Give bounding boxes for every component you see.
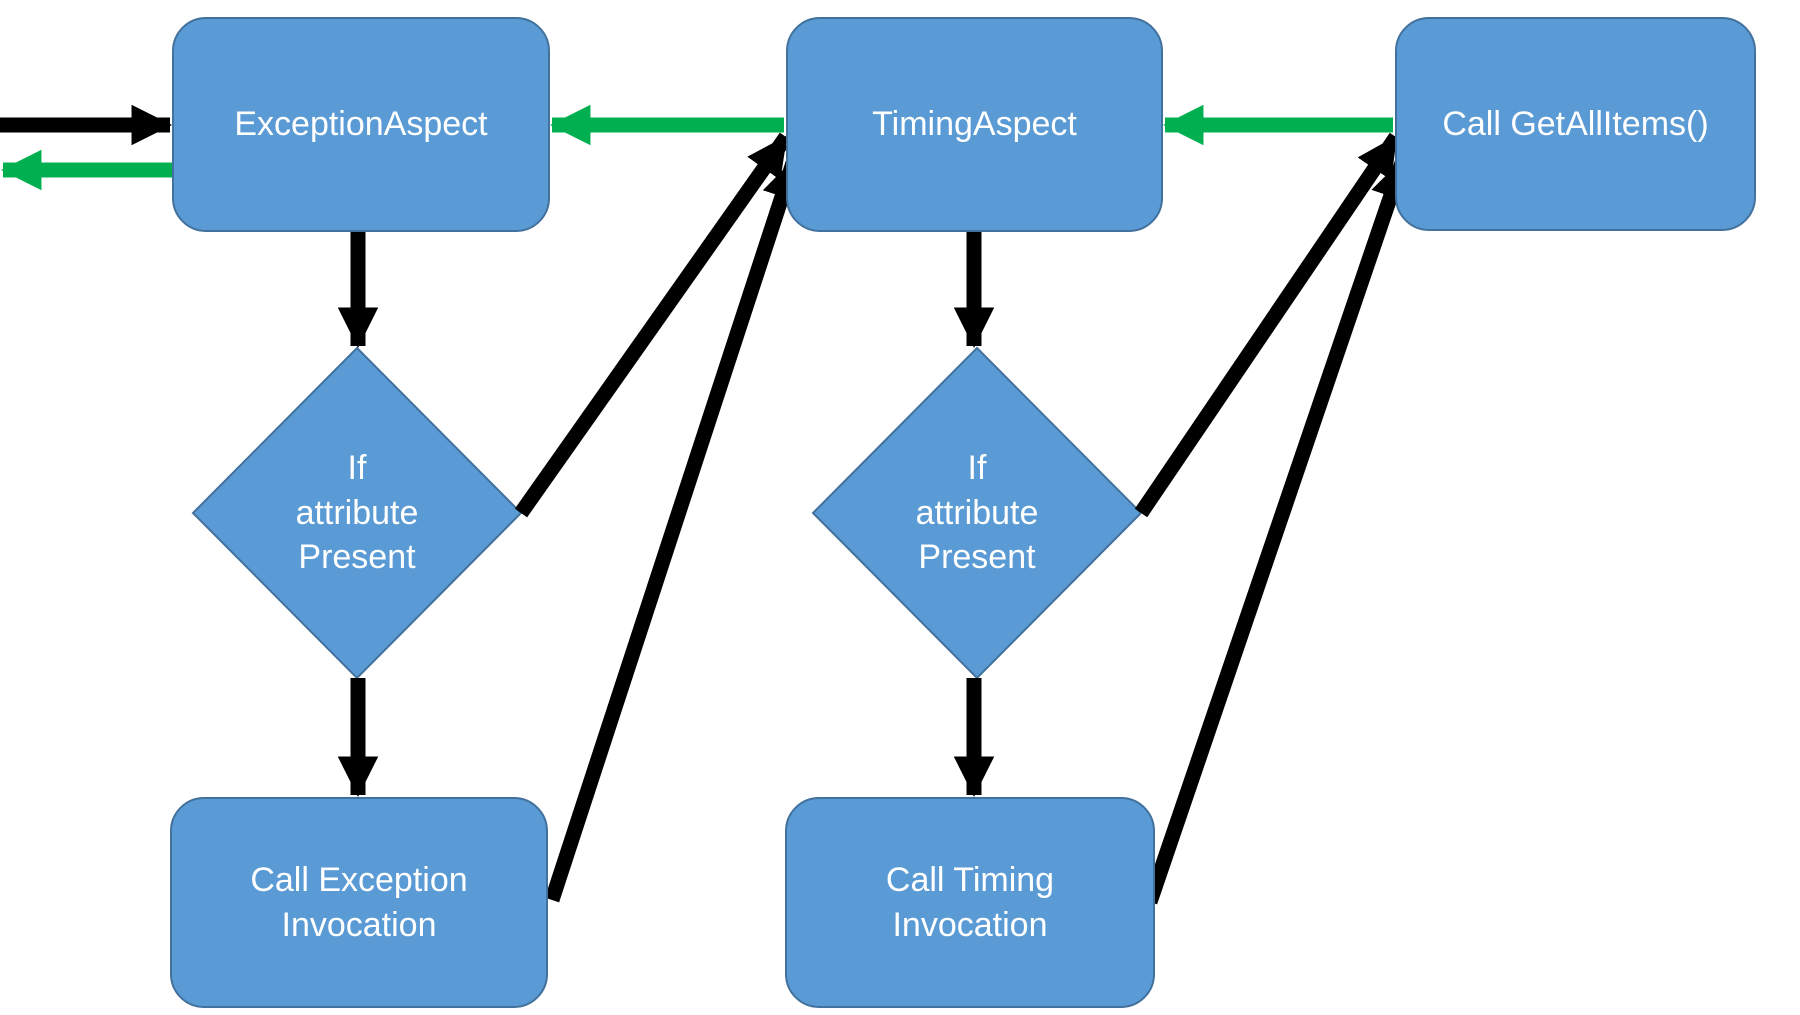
node-call-getallitems: Call GetAllItems() — [1395, 17, 1756, 231]
arrow-call-timing-invocation-to-getallitems — [1142, 157, 1411, 905]
arrow-decision-timing-to-getallitems — [1134, 132, 1403, 518]
arrow-call-exception-invocation-to-timing — [544, 157, 802, 903]
node-timing-aspect: TimingAspect — [786, 17, 1163, 232]
node-exception-aspect: ExceptionAspect — [172, 17, 550, 232]
decision-exception-diamond — [191, 346, 523, 680]
node-call-exception-invocation: Call Exception Invocation — [170, 797, 548, 1008]
node-call-timing-invocation: Call Timing Invocation — [785, 797, 1155, 1008]
decision-timing-diamond — [811, 346, 1143, 680]
arrow-decision-exception-to-timing — [514, 132, 793, 518]
